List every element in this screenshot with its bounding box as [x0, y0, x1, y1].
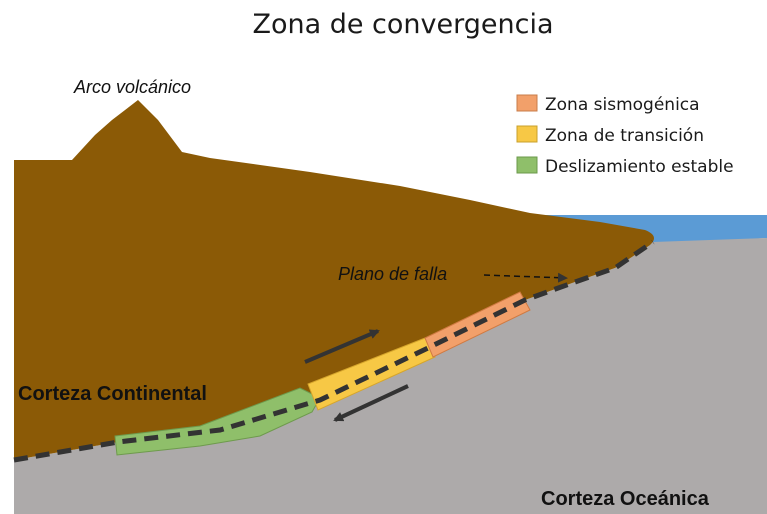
- legend-label-stable: Deslizamiento estable: [545, 157, 734, 177]
- oceanic-crust-label: Corteza Oceánica: [541, 488, 710, 510]
- legend: Zona sismogénica Zona de transición Desl…: [516, 94, 734, 177]
- fault-plane-label: Plano de falla: [338, 264, 447, 284]
- stable-sliding-zone: [114, 387, 321, 456]
- upper-plate-arrow: [304, 329, 380, 364]
- lower-plate-arrow: [333, 384, 409, 422]
- continental-crust-label: Corteza Continental: [18, 383, 207, 405]
- legend-swatch-transition: [516, 125, 538, 143]
- legend-swatch-seismogenic: [516, 94, 538, 112]
- legend-label-seismogenic: Zona sismogénica: [545, 95, 700, 115]
- continental-crust: [14, 100, 654, 460]
- fault-plane-pointer: [483, 272, 568, 283]
- diagram-title: Zona de convergencia: [252, 9, 553, 40]
- volcanic-arc-label: Arco volcánico: [73, 77, 191, 97]
- legend-swatch-stable: [516, 156, 538, 174]
- fault-line: [13, 239, 655, 463]
- legend-label-transition: Zona de transición: [545, 126, 704, 146]
